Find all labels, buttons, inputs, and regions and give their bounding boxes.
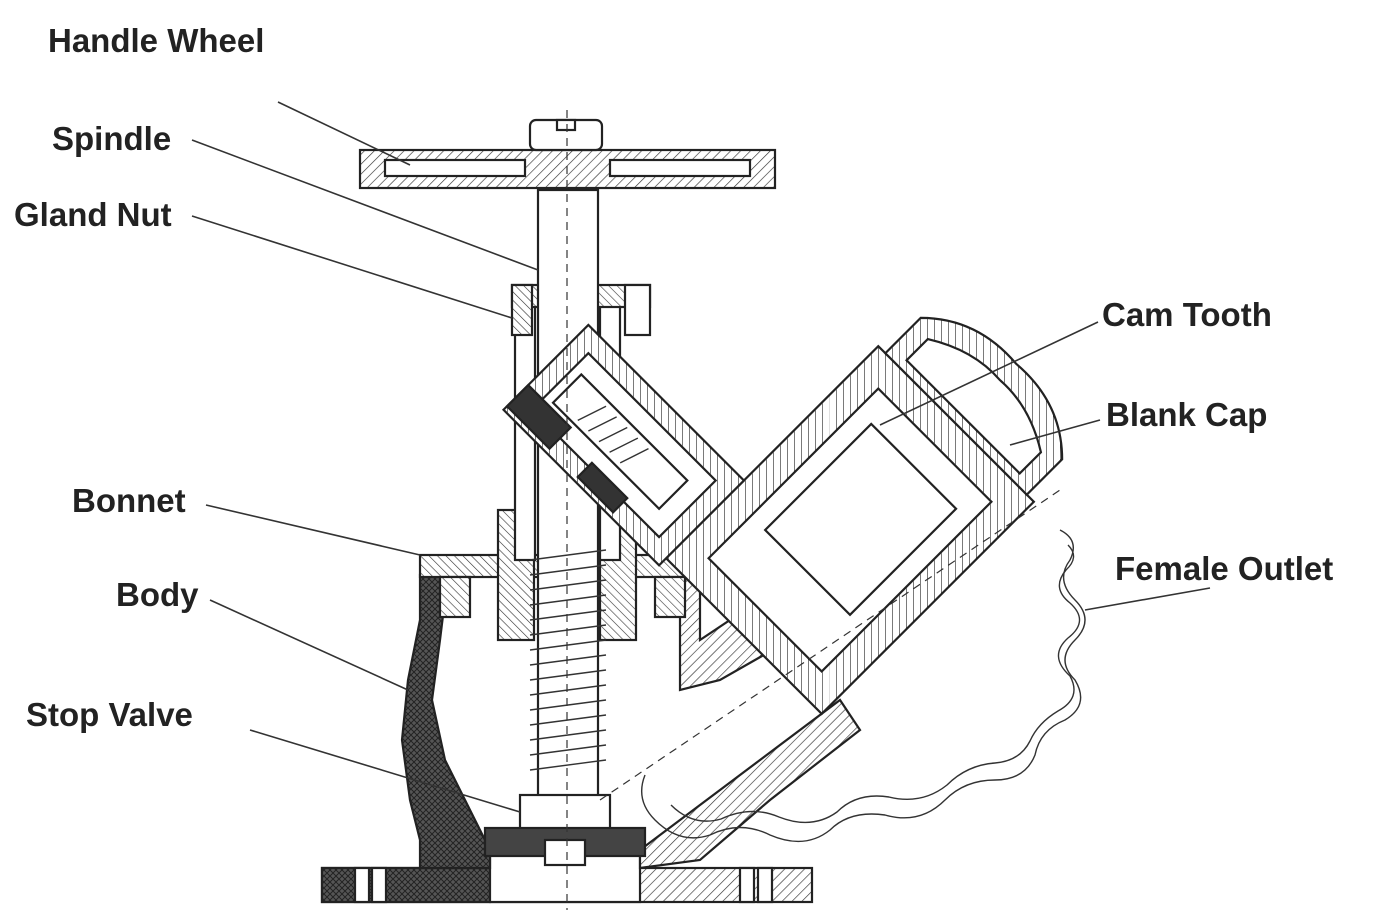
- female-outlet-housing: [664, 344, 1036, 716]
- blank-cap: [883, 316, 1064, 497]
- label-body: Body: [116, 576, 199, 613]
- leader-body: [209, 599, 409, 691]
- label-cam-tooth: Cam Tooth: [1102, 296, 1272, 333]
- label-gland-nut: Gland Nut: [14, 196, 172, 233]
- leader-bonnet: [205, 504, 421, 556]
- label-handle-wheel: Handle Wheel: [48, 22, 264, 59]
- leader-female-outlet: [1084, 587, 1211, 611]
- outlet-assembly: [501, 316, 1064, 716]
- spindle: [529, 188, 607, 832]
- cam-tooth: [501, 323, 746, 567]
- leader-cam-tooth: [879, 321, 1099, 426]
- leader-spindle: [191, 139, 539, 271]
- chain: [641, 529, 1086, 843]
- leader-stop-valve: [249, 729, 521, 813]
- center-lines: [566, 110, 1061, 910]
- leader-handle-wheel: [277, 101, 411, 166]
- label-spindle: Spindle: [52, 120, 171, 157]
- label-stop-valve: Stop Valve: [26, 696, 193, 733]
- valve-body: [400, 568, 862, 870]
- spindle-thread: [529, 549, 607, 771]
- label-female-outlet: Female Outlet: [1115, 550, 1333, 587]
- leader-lines: [191, 101, 1211, 813]
- labels: Handle Wheel Spindle Gland Nut Bonnet Bo…: [14, 22, 1333, 733]
- label-blank-cap: Blank Cap: [1106, 396, 1267, 433]
- leader-gland-nut: [191, 215, 513, 319]
- label-bonnet: Bonnet: [72, 482, 186, 519]
- leader-blank-cap: [1009, 419, 1101, 446]
- stop-valve: [483, 793, 647, 867]
